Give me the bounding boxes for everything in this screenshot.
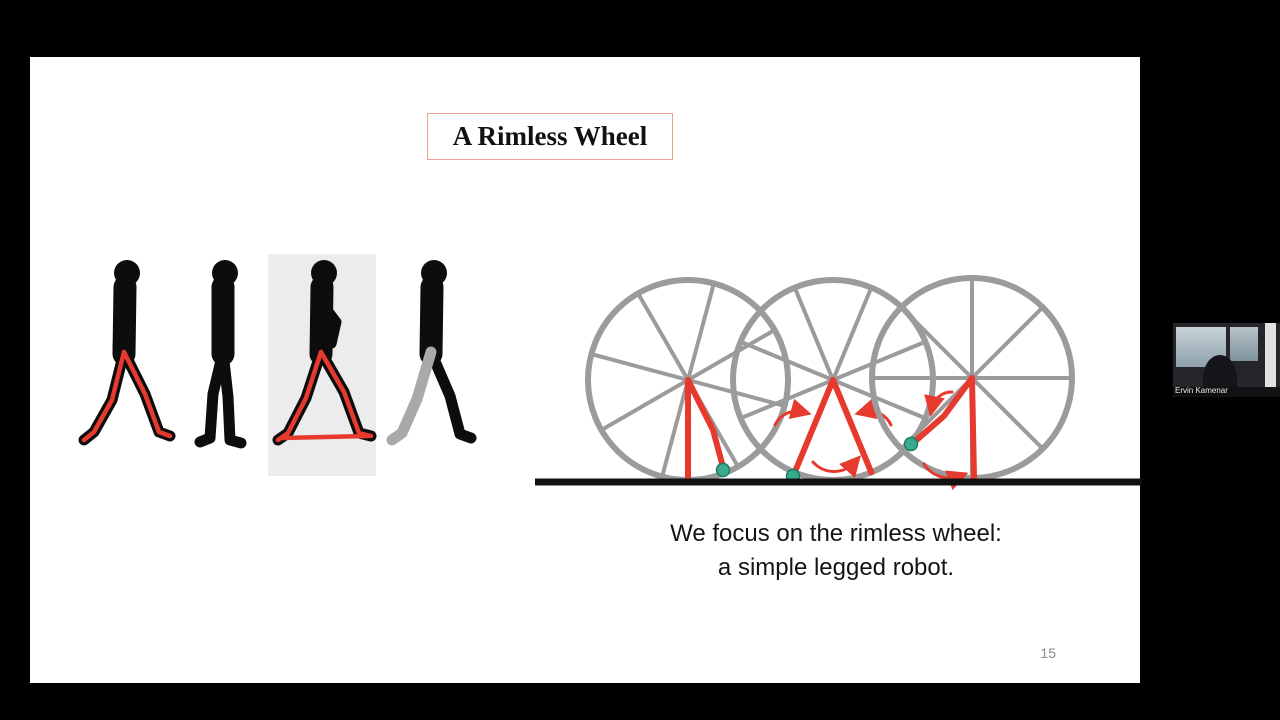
walking-figure-1 [78,260,176,446]
webcam-desk [1173,387,1280,397]
stance-leg [969,375,977,481]
rotation-arrow [924,390,954,417]
contact-point-dot [903,436,919,452]
walking-figure-2 [194,260,247,449]
webcam-banner [1265,323,1276,397]
rotation-arrow [922,462,969,491]
trailing-leg [791,377,836,476]
slide-caption: We focus on the rimless wheel: a simple … [530,517,1142,585]
webcam-window-light-2 [1230,327,1258,361]
rimless-wheel-3 [869,275,1075,491]
webcam-thumbnail[interactable]: Ervin Kamenar [1173,323,1280,397]
participant-name-label: Ervin Kamenar [1175,386,1228,395]
slide-title: A Rimless Wheel [452,121,648,151]
caption-line-2: a simple legged robot. [717,554,955,581]
caption-line-1: We focus on the rimless wheel: [670,520,1002,547]
walking-figure-3 [272,260,377,446]
rimless-wheel-diagram [535,275,1142,491]
swing-leg [685,377,726,470]
rotation-arrow [773,398,812,427]
rotation-arrow [811,455,861,478]
page-number: 15 [1040,645,1056,661]
walking-gait-diagram [78,254,477,476]
presentation-slide: A Rimless Wheel [30,57,1142,683]
contact-point-dot [715,462,731,478]
swing-leg [909,375,975,447]
walking-figure-4 [386,260,477,446]
slide-title-box: A Rimless Wheel [427,113,673,160]
stance-leg [830,377,875,476]
